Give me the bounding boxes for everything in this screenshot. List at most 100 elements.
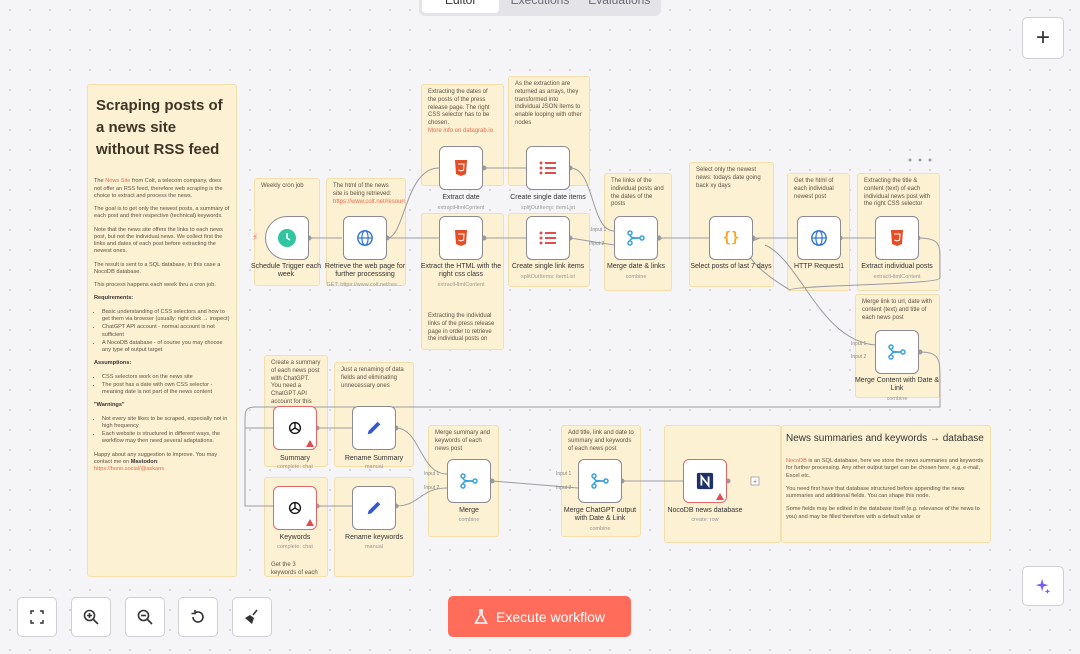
html5-icon bbox=[891, 230, 903, 246]
port-label: Input 2 bbox=[851, 354, 867, 360]
node-label: Select posts of last 7 days bbox=[690, 263, 772, 270]
merge-icon bbox=[460, 473, 478, 489]
node-subtitle: splitOutItems: itemList bbox=[520, 205, 576, 211]
schedule-trigger-node[interactable] bbox=[265, 216, 309, 260]
tidy-up-button[interactable] bbox=[232, 597, 272, 637]
sticky-title: Scraping posts of a news site without RS… bbox=[96, 97, 223, 158]
create-link-items-node[interactable] bbox=[526, 216, 570, 260]
http-request-node[interactable] bbox=[797, 216, 841, 260]
globe-icon bbox=[811, 230, 827, 246]
extract-posts-node[interactable] bbox=[875, 216, 919, 260]
node-label: Extract individual posts bbox=[861, 263, 933, 270]
merge-content-node[interactable] bbox=[875, 330, 919, 374]
node-label: Schedule Trigger each week bbox=[250, 263, 322, 279]
node-label: Summary bbox=[280, 455, 310, 462]
fit-view-button[interactable] bbox=[17, 597, 57, 637]
assumptions-list: CSS selectors work on the news siteThe p… bbox=[94, 374, 230, 397]
node-label: Extract the HTML with the right css clas… bbox=[420, 263, 502, 279]
node-subtitle: combine bbox=[886, 396, 908, 402]
zoom-in-icon bbox=[83, 609, 99, 625]
node-label: Create single date items bbox=[510, 194, 586, 201]
reset-zoom-button[interactable] bbox=[178, 597, 218, 637]
create-date-items-node[interactable] bbox=[526, 146, 570, 190]
execute-workflow-button[interactable]: Execute workflow bbox=[448, 596, 631, 637]
ai-assistant-button[interactable] bbox=[1022, 566, 1064, 606]
node-subtitle: extractHtmlContent bbox=[437, 282, 485, 288]
html5-icon bbox=[455, 230, 467, 246]
node-label: Rename keywords bbox=[345, 534, 403, 541]
openai-icon bbox=[288, 421, 302, 435]
pencil-icon bbox=[367, 501, 381, 515]
lightning-icon: ⚡ bbox=[252, 232, 259, 242]
sticky-news-summaries[interactable]: News summaries and keywords → database N… bbox=[781, 425, 991, 543]
merge-date-links-node[interactable] bbox=[614, 216, 658, 260]
node-subtitle: manual bbox=[364, 464, 384, 470]
node-label: Rename Summary bbox=[344, 455, 404, 462]
zoom-out-button[interactable] bbox=[125, 597, 165, 637]
port-label: Input 2 bbox=[424, 485, 440, 491]
node-label: Merge Content with Date & Link bbox=[854, 377, 940, 393]
execute-label: Execute workflow bbox=[496, 608, 605, 625]
broom-icon bbox=[245, 609, 258, 624]
rename-summary-node[interactable] bbox=[352, 406, 396, 450]
port-label: Input 1 bbox=[591, 227, 607, 233]
node-label: Merge date & links bbox=[607, 263, 665, 270]
list-icon bbox=[539, 231, 556, 245]
sticky-extract-title[interactable]: Extracting the title & content (text) of… bbox=[857, 173, 940, 291]
requirements-title: Requirements: bbox=[94, 295, 134, 302]
tab-executions[interactable]: Executions bbox=[510, 0, 570, 7]
globe-icon bbox=[357, 230, 373, 246]
node-subtitle: extractHtmlContent bbox=[873, 274, 921, 280]
node-subtitle: extractHtmlContent bbox=[437, 205, 485, 211]
sticky-paragraph: The result is sent to a SQL database, in… bbox=[94, 261, 221, 275]
warning-icon bbox=[716, 493, 724, 500]
pencil-icon bbox=[367, 421, 381, 435]
contact-paragraph: Happy about any suggestion to improve. Y… bbox=[94, 451, 218, 473]
list-icon bbox=[539, 161, 556, 175]
node-subtitle: manual bbox=[364, 544, 384, 550]
svg-text:+: + bbox=[753, 479, 757, 486]
sticky-paragraph: This process happens each week thru a cr… bbox=[94, 282, 216, 289]
add-node-button[interactable]: + bbox=[1022, 17, 1064, 59]
zoom-out-icon bbox=[137, 609, 153, 625]
merge-node[interactable] bbox=[447, 459, 491, 503]
nocodb-icon bbox=[696, 472, 714, 490]
port-label: Input 1 bbox=[424, 471, 440, 477]
warning-icon bbox=[306, 519, 314, 526]
html5-icon bbox=[455, 160, 467, 176]
plus-icon: + bbox=[1035, 24, 1050, 51]
requirements-list: Basic understanding of CSS selectors and… bbox=[94, 309, 230, 355]
extract-html-node[interactable] bbox=[439, 216, 483, 260]
warnings-title: "Warnings" bbox=[94, 402, 125, 409]
merge-icon bbox=[888, 344, 906, 360]
node-label: Extract date bbox=[442, 194, 480, 201]
port-label: Input 2 bbox=[556, 485, 572, 491]
main-sticky-note[interactable]: Scraping posts of a news site without RS… bbox=[87, 84, 237, 577]
node-label: Merge ChatGPT output with Date & Link bbox=[563, 507, 637, 523]
select-posts-node[interactable]: {} bbox=[709, 216, 753, 260]
node-label: NocoDB news database bbox=[667, 507, 743, 514]
merge-chatgpt-node[interactable] bbox=[578, 459, 622, 503]
view-tabs: Editor Executions Evaluations bbox=[419, 0, 661, 16]
sticky-paragraph: The News Site from Colt, a telecom compa… bbox=[94, 178, 223, 199]
warnings-list: Not every site likes to be scraped, espe… bbox=[94, 416, 230, 446]
node-subtitle: combine bbox=[625, 274, 647, 280]
port-label: Input 1 bbox=[556, 471, 572, 477]
sticky-paragraph: The goal is to get only the newest posts… bbox=[94, 206, 230, 220]
node-subtitle: combine bbox=[589, 526, 611, 532]
zoom-in-button[interactable] bbox=[71, 597, 111, 637]
assumptions-title: Assumptions: bbox=[94, 360, 132, 367]
merge-icon bbox=[627, 230, 645, 246]
tab-evaluations[interactable]: Evaluations bbox=[588, 0, 651, 7]
port-label: Input 1 bbox=[851, 341, 867, 347]
rename-keywords-node[interactable] bbox=[352, 486, 396, 530]
warning-icon bbox=[306, 440, 314, 447]
clock-icon bbox=[278, 229, 296, 247]
retrieve-page-node[interactable] bbox=[343, 216, 387, 260]
node-subtitle: GET: https://www.colt.net/res... bbox=[326, 282, 402, 288]
extract-date-node[interactable] bbox=[439, 146, 483, 190]
node-label: Merge bbox=[459, 507, 479, 514]
node-subtitle: combine bbox=[458, 517, 480, 523]
tab-editor[interactable]: Editor bbox=[422, 0, 500, 13]
flask-icon bbox=[474, 608, 488, 624]
